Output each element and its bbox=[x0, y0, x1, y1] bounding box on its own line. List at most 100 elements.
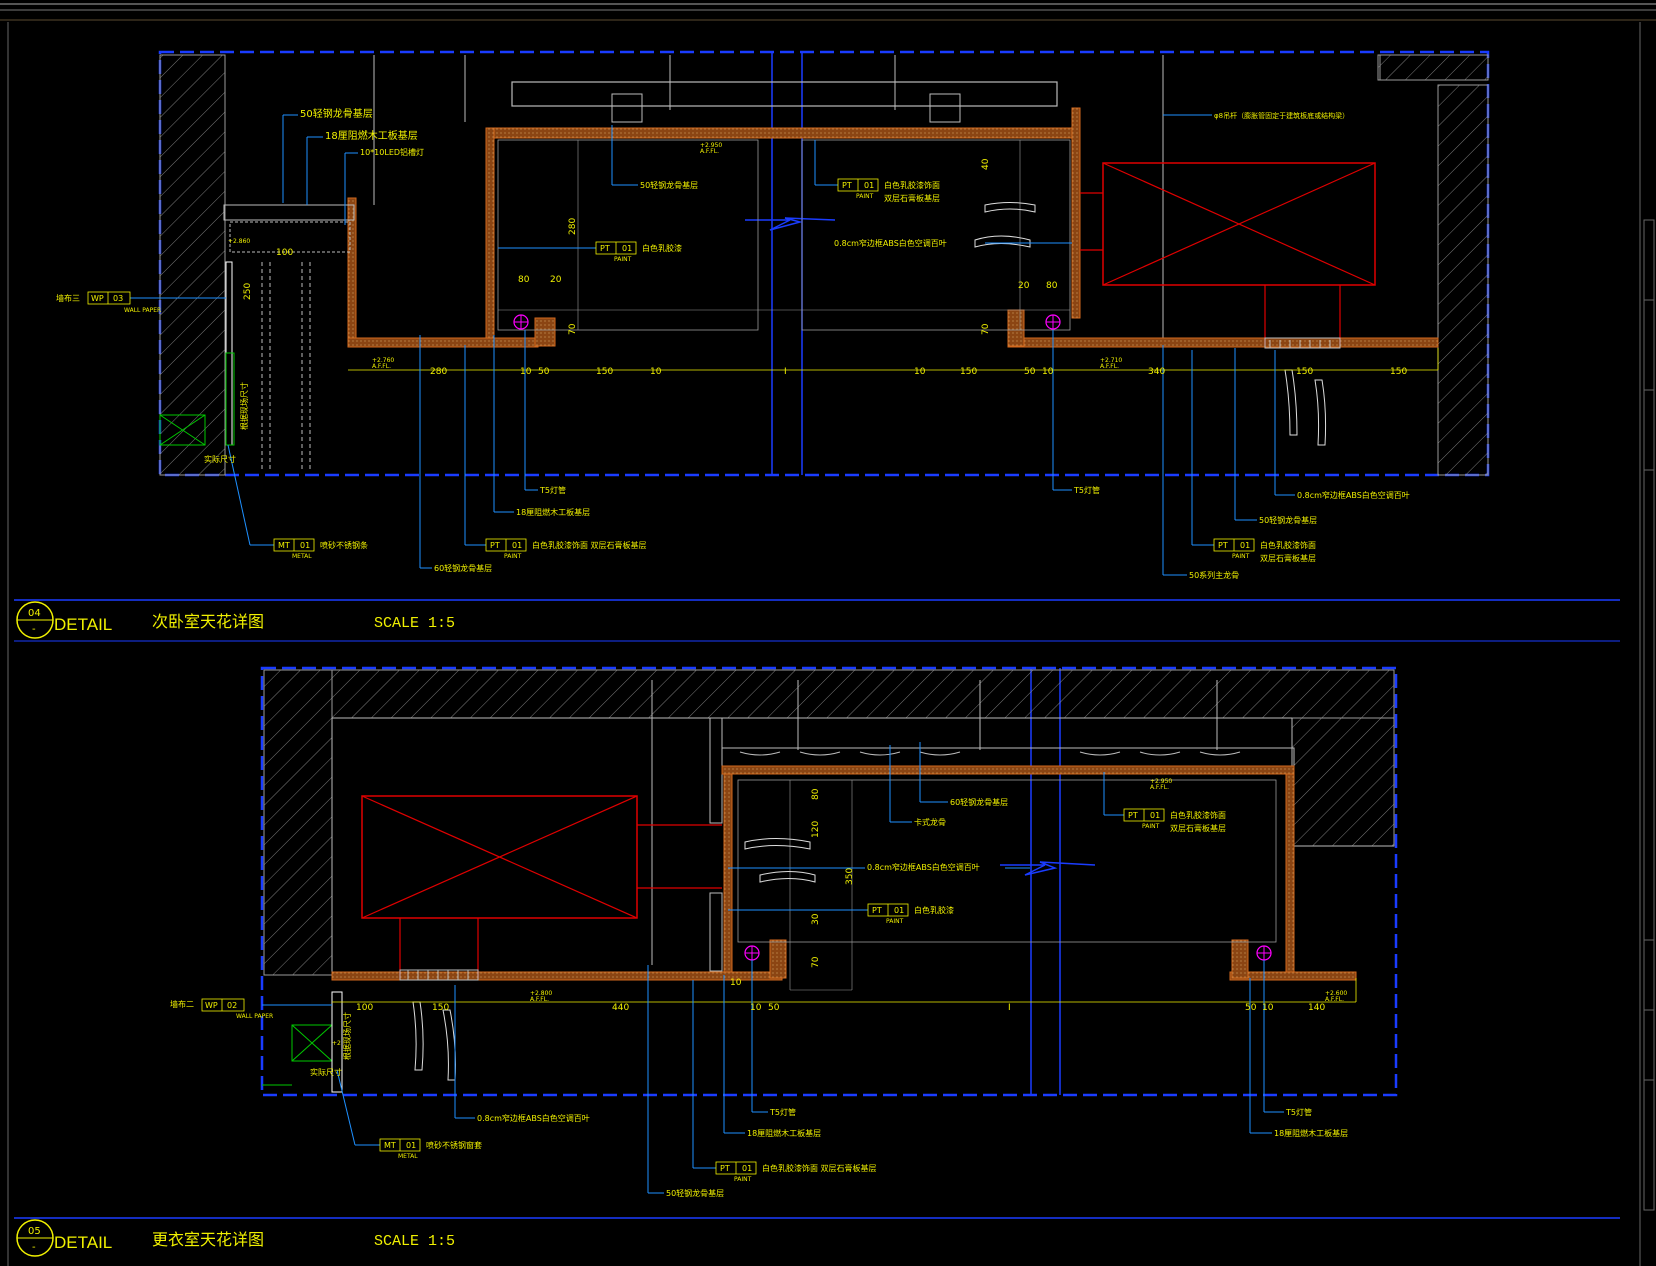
dim-d04-80a: 80 bbox=[518, 275, 530, 285]
note-d04-n14: T5灯管 bbox=[1073, 485, 1100, 495]
level-d04-l4: +2.710 bbox=[1100, 357, 1122, 364]
ac-unit-box bbox=[361, 795, 638, 919]
note-d05-n11: 50轻钢龙骨基层 bbox=[666, 1188, 724, 1198]
detail-04-label: DETAIL bbox=[54, 615, 112, 634]
window-top-edge bbox=[0, 3, 1656, 1266]
note-d05-n6: 0.8cm窄边框ABS白色空调百叶 bbox=[477, 1113, 590, 1123]
t5-light-icon bbox=[513, 314, 529, 330]
note-d04-n18: 50系列主龙骨 bbox=[1189, 570, 1239, 580]
dim-d04-280b: 280 bbox=[568, 218, 578, 235]
level-d04-l1: +2.860 bbox=[228, 238, 250, 245]
detail-04: 50轻钢龙骨基层 18厘阻燃木工板基层 10*10LED铝槽灯 50轻钢龙骨基层… bbox=[14, 50, 1620, 642]
dim-d04-70a: 70 bbox=[568, 323, 578, 335]
note-d04-n5b: 双层石膏板基层 bbox=[884, 193, 940, 203]
dim-d05-140: 140 bbox=[1308, 1003, 1325, 1013]
tag-d05-mt: MT bbox=[384, 1141, 396, 1150]
dim-d04-10b: 10 bbox=[650, 367, 662, 377]
tag-d05-paint-b: PAINT bbox=[886, 918, 904, 925]
tag-d04-mt: MT bbox=[278, 541, 290, 550]
dim-d04-340: 340 bbox=[1148, 367, 1165, 377]
ac-unit-box bbox=[1102, 162, 1376, 286]
note-d04-site: 根据现场尺寸 bbox=[239, 382, 249, 430]
dim-d04-10c: 10 bbox=[914, 367, 926, 377]
note-d04-n4: 50轻钢龙骨基层 bbox=[640, 180, 698, 190]
level-d05-afl-a: A.F.FL. bbox=[530, 996, 549, 1003]
note-d05-wall: 墙布二 bbox=[170, 999, 194, 1009]
level-d04-afl-c: A.F.FL. bbox=[1100, 363, 1119, 370]
level-d04-l3: +2.950 bbox=[700, 142, 722, 149]
note-d04-n17b: 双层石膏板基层 bbox=[1260, 553, 1316, 563]
detail-05-title: 更衣室天花详图 bbox=[152, 1230, 264, 1249]
dim-d05-70: 70 bbox=[811, 956, 821, 968]
dim-d04-150b: 150 bbox=[960, 367, 977, 377]
note-d04-n3: 10*10LED铝槽灯 bbox=[360, 147, 424, 157]
dim-d05-10b: 10 bbox=[1262, 1003, 1274, 1013]
dim-d05-50a: 50 bbox=[768, 1003, 780, 1013]
level-d05-l3: +2.600 bbox=[1325, 990, 1347, 997]
note-d04-actual: 实际尺寸 bbox=[204, 454, 236, 464]
tag-d04-paint-c: PAINT bbox=[504, 553, 522, 560]
tag-d04-paint-b: PAINT bbox=[614, 256, 632, 263]
level-d05-l2: +2.950 bbox=[1150, 778, 1172, 785]
right-ruler bbox=[1643, 219, 1655, 1211]
tag-d04-paint-a: PAINT bbox=[856, 193, 874, 200]
tag-d04-pt-d-num: 01 bbox=[1240, 541, 1250, 550]
note-d04-n11: 白色乳胶漆饰面 双层石膏板基层 bbox=[532, 540, 647, 550]
tag-d05-pt-b-num: 01 bbox=[894, 906, 904, 915]
tag-d05-pt-c-num: 01 bbox=[742, 1164, 752, 1173]
note-d05-n3b: 双层石膏板基层 bbox=[1170, 823, 1226, 833]
t5-light-icon bbox=[1045, 314, 1061, 330]
level-d05-l1: +2.800 bbox=[530, 990, 552, 997]
tag-d04-wp: WP bbox=[91, 294, 104, 303]
tag-d05-paint-c: PAINT bbox=[734, 1176, 752, 1183]
dim-d05-100: 100 bbox=[356, 1003, 373, 1013]
detail-04-number: 04 bbox=[28, 608, 41, 619]
level-d05-afl-b: A.F.FL. bbox=[1150, 784, 1169, 791]
dim-d05-350: 350 bbox=[845, 868, 855, 885]
dim-d04-250: 250 bbox=[243, 283, 253, 300]
t5-light-icon bbox=[744, 945, 760, 961]
note-d05-n8: T5灯管 bbox=[769, 1107, 796, 1117]
tag-d05-pt-a: PT bbox=[1128, 811, 1138, 820]
note-d04-n2: 18厘阻燃木工板基层 bbox=[325, 129, 418, 142]
tag-d05-pt-a-num: 01 bbox=[1150, 811, 1160, 820]
detail-04-title: 次卧室天花详图 bbox=[152, 612, 264, 631]
dim-d04-50a: 50 bbox=[538, 367, 550, 377]
note-d04-wall: 墙布三 bbox=[56, 293, 80, 303]
tag-d04-pt-d: PT bbox=[1218, 541, 1228, 550]
detail-05-number: 05 bbox=[28, 1226, 41, 1237]
tag-d05-pt-b: PT bbox=[872, 906, 882, 915]
detail-04-scale: SCALE 1:5 bbox=[374, 615, 455, 632]
note-d04-n13: 喷砂不锈钢条 bbox=[320, 540, 368, 550]
dim-d04-10d: 10 bbox=[1042, 367, 1054, 377]
tag-d05-wp: WP bbox=[205, 1001, 218, 1010]
note-d04-n17: 白色乳胶漆饰面 bbox=[1260, 540, 1316, 550]
tag-d05-mt-num: 01 bbox=[406, 1141, 416, 1150]
note-d05-n10: 白色乳胶漆饰面 双层石膏板基层 bbox=[762, 1163, 877, 1173]
level-d04-afl-b: A.F.FL. bbox=[700, 148, 719, 155]
tag-d04-metal: METAL bbox=[292, 553, 312, 560]
dim-d05-50b: 50 bbox=[1245, 1003, 1257, 1013]
tag-d04-pt-b-num: 01 bbox=[622, 244, 632, 253]
t5-light-icon bbox=[1256, 945, 1272, 961]
dim-d05-30: 30 bbox=[811, 913, 821, 925]
detail-05-frame bbox=[260, 666, 1398, 1097]
note-d05-site: 根据现场尺寸 bbox=[342, 1012, 352, 1060]
note-d05-n2: 卡式龙骨 bbox=[914, 817, 946, 827]
dim-d05-120: 120 bbox=[811, 821, 821, 838]
dim-d05-10c: 10 bbox=[730, 978, 742, 988]
dim-d04-100: 100 bbox=[276, 248, 293, 258]
tag-d05-wp-num: 02 bbox=[227, 1001, 237, 1010]
note-d05-n4: 0.8cm窄边框ABS白色空调百叶 bbox=[867, 862, 980, 872]
dim-d04-150d: 150 bbox=[1390, 367, 1407, 377]
tag-d04-wallpaper: WALL PAPER bbox=[124, 307, 161, 314]
note-d05-n9: 18厘阻燃木工板基层 bbox=[747, 1128, 821, 1138]
detail-05: 60轻钢龙骨基层 卡式龙骨 PT 01 PAINT 白色乳胶漆饰面 双层石膏板基… bbox=[14, 666, 1620, 1257]
tag-d04-wp-num: 03 bbox=[113, 294, 123, 303]
dim-d04-20a: 20 bbox=[550, 275, 562, 285]
note-d05-n12: T5灯管 bbox=[1285, 1107, 1312, 1117]
note-d05-n5: 白色乳胶漆 bbox=[914, 905, 954, 915]
note-d04-n6: 白色乳胶漆 bbox=[642, 243, 682, 253]
detail-05-dash: - bbox=[32, 1242, 36, 1253]
